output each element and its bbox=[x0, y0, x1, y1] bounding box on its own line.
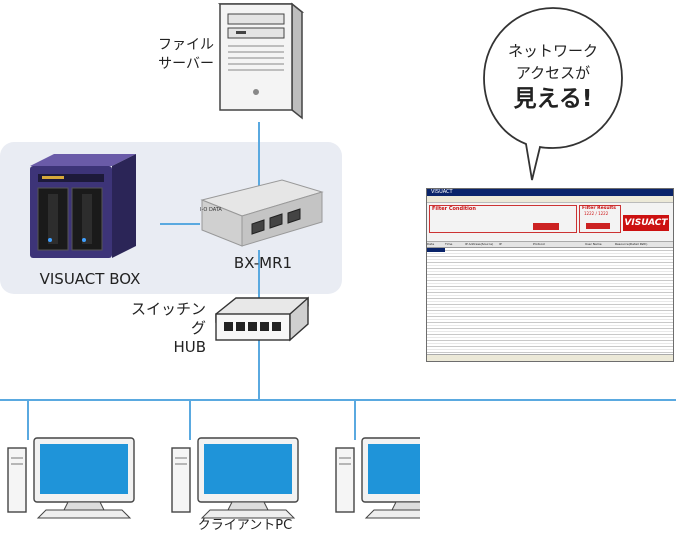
col-protocol: Protocol bbox=[533, 242, 546, 246]
server-label-line2: サーバー bbox=[158, 56, 214, 72]
selected-row[interactable] bbox=[427, 248, 445, 252]
server-label: ファイル サーバー bbox=[138, 36, 214, 74]
log-table-header: Date Time IP Address(Source) IP Address(… bbox=[427, 242, 673, 248]
switching-hub-icon bbox=[215, 296, 309, 342]
apply-button[interactable] bbox=[533, 223, 559, 230]
client-pc-2-icon bbox=[171, 437, 299, 519]
log-table: Date Time IP Address(Source) IP Address(… bbox=[427, 242, 673, 354]
filter-condition-box: Filter Condition bbox=[429, 205, 577, 233]
client-pcs bbox=[7, 437, 420, 519]
app-logo: VISUACT bbox=[623, 215, 669, 231]
col-dst: IP Address(Destination) bbox=[499, 242, 531, 247]
client-pc-1-icon bbox=[7, 437, 135, 519]
filter-results-count: 1222 / 1222 bbox=[584, 211, 609, 216]
col-date: Date bbox=[427, 242, 435, 246]
close-button[interactable] bbox=[586, 223, 610, 229]
app-title: VISUACT bbox=[431, 189, 453, 195]
filter-title: Filter Condition bbox=[432, 206, 476, 212]
filter-results-title: Filter Results bbox=[582, 206, 616, 211]
server-label-line1: ファイル bbox=[158, 37, 214, 53]
filter-area: Filter Condition Filter Results 1222 / 1… bbox=[427, 203, 673, 242]
filter-results-box: Filter Results 1222 / 1222 bbox=[579, 205, 621, 233]
app-titlebar: VISUACT bbox=[427, 189, 673, 196]
app-statusbar bbox=[427, 354, 673, 361]
bubble-text: ネットワーク アクセスが 見える! bbox=[486, 40, 620, 114]
col-resource: Resource(Detail Path) bbox=[615, 242, 648, 246]
col-user: User Name bbox=[585, 242, 602, 246]
bx-mr1-device-icon bbox=[200, 179, 324, 247]
col-src: IP Address(Source) bbox=[465, 242, 494, 246]
app-screenshot: VISUACT Filter Condition Filter Results … bbox=[426, 188, 674, 362]
server-tower-icon bbox=[217, 2, 305, 120]
client-pc-3-icon bbox=[335, 437, 420, 519]
switch-label-line1: スイッチング bbox=[130, 300, 206, 337]
nas-label: VISUACT BOX bbox=[39, 270, 141, 288]
bubble-line3: 見える! bbox=[513, 86, 593, 112]
switch-label-line2: HUB bbox=[173, 338, 206, 356]
nas-device-icon bbox=[30, 154, 136, 258]
bubble-line2: アクセスが bbox=[515, 64, 591, 82]
speech-bubble bbox=[483, 7, 623, 181]
app-menubar bbox=[427, 196, 673, 203]
col-time: Time bbox=[445, 242, 453, 246]
clients-label: クライアントPC bbox=[197, 518, 293, 533]
bx-label: BX-MR1 bbox=[233, 254, 293, 272]
bubble-line1: ネットワーク bbox=[507, 42, 598, 60]
bx-brand: I-O DATA bbox=[200, 207, 222, 213]
log-table-rows bbox=[427, 248, 673, 354]
switch-label: スイッチング HUB bbox=[122, 300, 206, 357]
